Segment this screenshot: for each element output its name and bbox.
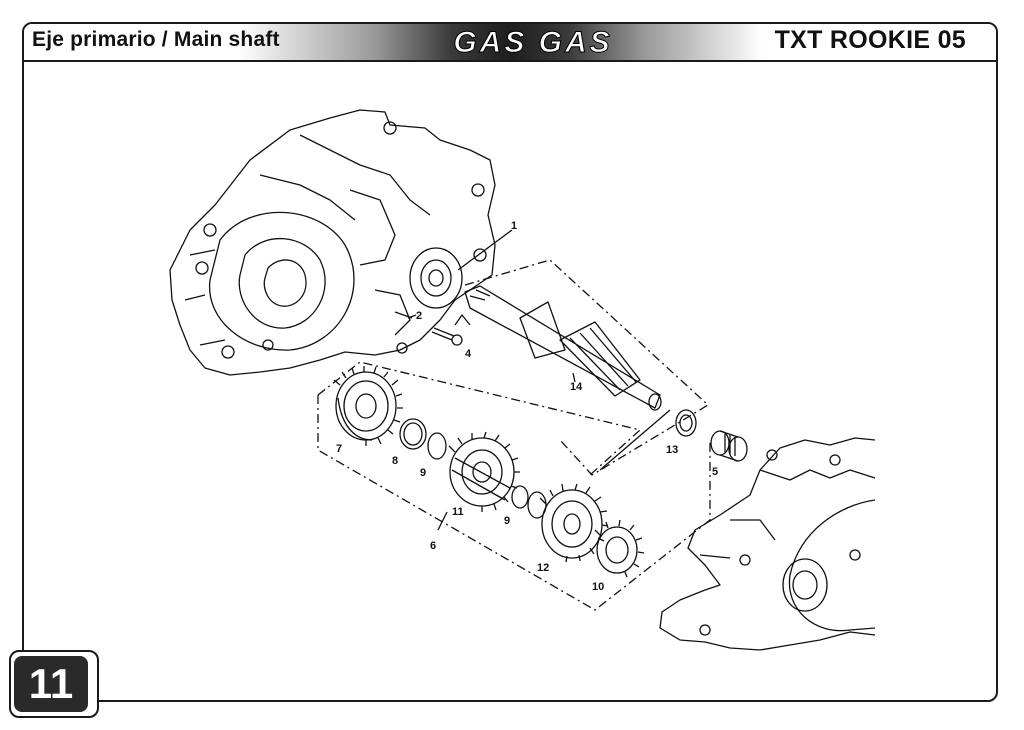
callout-8: 8 <box>392 455 398 467</box>
callout-9a: 9 <box>420 467 426 479</box>
callout-14: 14 <box>570 381 583 393</box>
header-bar: Eje primario / Main shaft GAS GAS TXT RO… <box>24 24 996 62</box>
callout-12: 12 <box>537 562 549 574</box>
assembly-outline <box>317 259 711 611</box>
gear-11 <box>448 431 520 512</box>
washer-8 <box>399 418 427 450</box>
callout-10: 10 <box>592 581 604 593</box>
callout-labels: 1 2 4 5 6 7 8 9 9 10 11 12 13 14 <box>336 220 718 593</box>
callout-6: 6 <box>430 540 436 552</box>
page-frame <box>22 22 998 702</box>
washer-13 <box>675 409 697 437</box>
gear-12 <box>539 483 609 563</box>
needle-bearing-5 <box>710 430 748 462</box>
model-name: TXT ROOKIE 05 <box>774 26 966 54</box>
right-crankcase <box>659 437 876 651</box>
callout-2: 2 <box>416 310 422 322</box>
brand-logo: GAS GAS <box>453 26 612 58</box>
callout-5: 5 <box>712 466 718 478</box>
circlip-9a <box>427 432 447 460</box>
bolt <box>431 314 471 346</box>
page-title: Eje primario / Main shaft <box>32 28 280 51</box>
callout-7: 7 <box>336 443 342 455</box>
svg-text:GAS GAS: GAS GAS <box>453 26 612 58</box>
callout-13: 13 <box>666 444 678 456</box>
callout-4: 4 <box>465 348 472 360</box>
callout-1: 1 <box>511 220 517 232</box>
gear-7 <box>333 366 403 446</box>
main-shaft <box>464 285 662 411</box>
page-number: 11 <box>14 656 88 712</box>
circlip-9b <box>511 485 529 509</box>
gear-10 <box>594 519 645 578</box>
left-crankcase <box>169 109 496 376</box>
callout-11: 11 <box>452 506 464 518</box>
callout-9b: 9 <box>504 515 510 527</box>
